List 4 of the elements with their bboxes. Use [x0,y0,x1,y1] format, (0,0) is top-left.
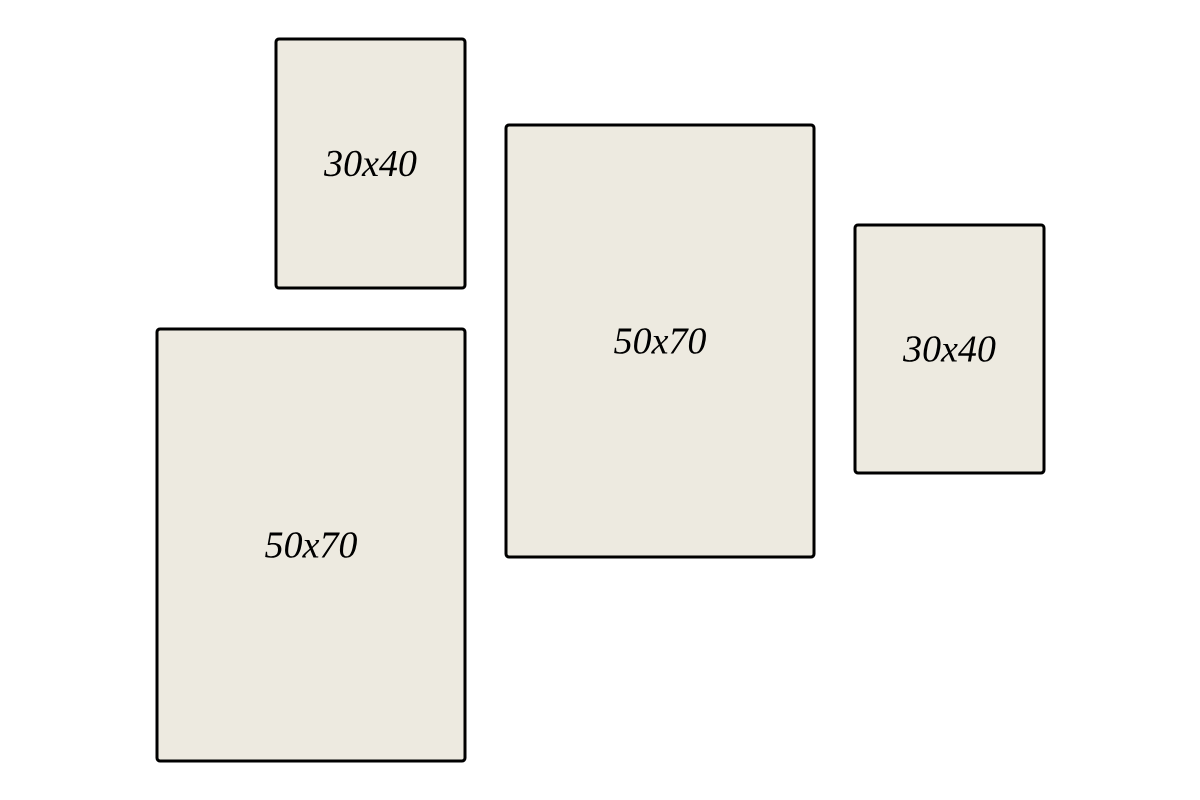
frame-box: 30x40 [274,37,467,290]
frame-box: 50x70 [504,123,816,559]
frame-box: 50x70 [155,327,467,763]
frame-box: 30x40 [853,223,1046,475]
